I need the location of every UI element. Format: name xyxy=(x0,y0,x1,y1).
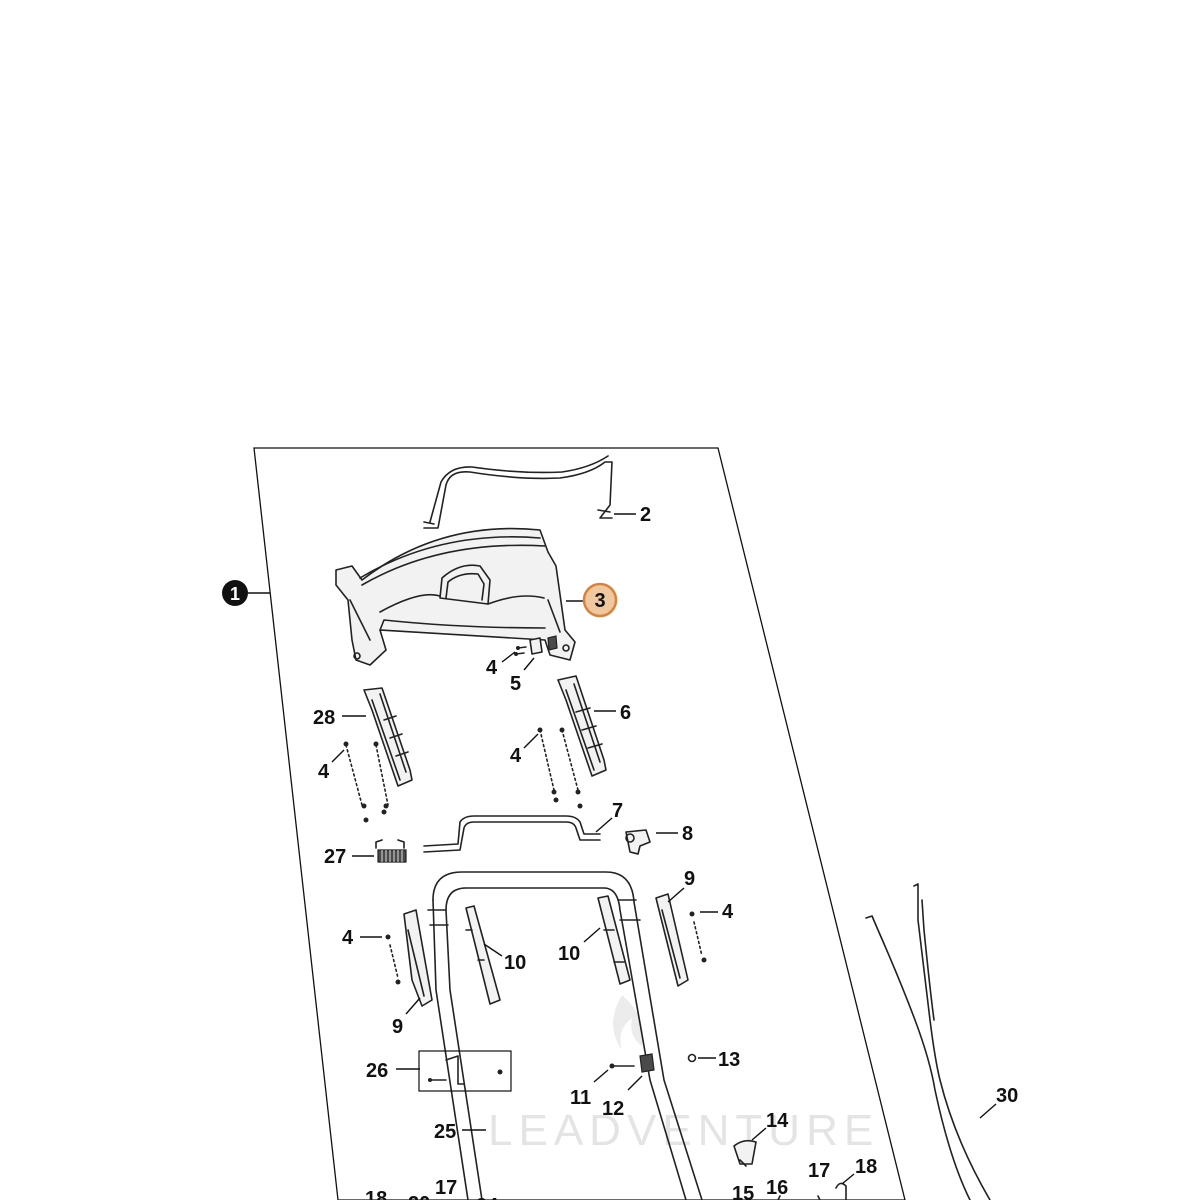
part-9-cover-left[interactable] xyxy=(403,909,433,1007)
svg-text:5: 5 xyxy=(510,673,521,695)
svg-text:4: 4 xyxy=(486,657,498,679)
part-3-handle-housing[interactable] xyxy=(335,527,576,666)
part-27-spring[interactable] xyxy=(375,839,407,863)
callout-3-highlighted[interactable]: 3 xyxy=(566,582,618,618)
callout-16[interactable]: 16 xyxy=(766,1177,788,1199)
part-10-side-clip-left[interactable] xyxy=(465,905,501,1005)
assembly-badge[interactable]: 1 xyxy=(222,580,270,606)
svg-text:13: 13 xyxy=(718,1049,740,1071)
part-12-bracket[interactable] xyxy=(639,1053,655,1073)
part-6-grip-tube[interactable] xyxy=(557,675,607,777)
svg-text:4: 4 xyxy=(510,745,522,767)
part-13-nut[interactable] xyxy=(687,1053,697,1063)
svg-text:18: 18 xyxy=(365,1188,387,1200)
svg-text:4: 4 xyxy=(318,761,330,783)
svg-text:24: 24 xyxy=(476,1195,499,1200)
highlight-circle xyxy=(582,582,618,618)
callout-18-a[interactable]: 18 xyxy=(841,1156,877,1185)
callout-25[interactable]: 25 xyxy=(434,1121,486,1143)
assembly-number: 1 xyxy=(230,584,240,604)
bottom-parts[interactable] xyxy=(777,1182,847,1200)
svg-text:9: 9 xyxy=(684,868,695,890)
svg-text:10: 10 xyxy=(504,952,526,974)
svg-text:26: 26 xyxy=(366,1060,388,1082)
svg-text:12: 12 xyxy=(602,1098,624,1120)
svg-text:6: 6 xyxy=(620,702,631,724)
svg-text:25: 25 xyxy=(434,1121,456,1143)
callout-24[interactable]: 24 xyxy=(476,1195,499,1200)
callout-20[interactable]: 20 xyxy=(408,1193,430,1200)
svg-text:10: 10 xyxy=(558,943,580,965)
svg-text:27: 27 xyxy=(324,846,346,868)
callout-15[interactable]: 15 xyxy=(732,1183,754,1200)
svg-text:30: 30 xyxy=(996,1085,1018,1107)
callout-10-a[interactable]: 10 xyxy=(483,943,526,974)
callout-28[interactable]: 28 xyxy=(313,707,366,729)
watermark: LEADVENTURE xyxy=(488,995,879,1155)
callout-4-d[interactable]: 4 xyxy=(700,901,734,923)
part-11-bolt[interactable] xyxy=(609,1063,635,1069)
callout-10-b[interactable]: 10 xyxy=(558,927,601,965)
svg-text:11: 11 xyxy=(570,1087,591,1109)
part-4-screws-right[interactable] xyxy=(537,727,583,809)
part-26-hardware-kit[interactable] xyxy=(418,1050,512,1092)
callout-4-a[interactable]: 4 xyxy=(486,651,516,679)
callout-14[interactable]: 14 xyxy=(751,1110,789,1141)
callout-18-b[interactable]: 18 xyxy=(365,1188,387,1200)
part-4-screws-top[interactable] xyxy=(514,646,527,656)
svg-text:20: 20 xyxy=(408,1193,430,1200)
part-5-clip[interactable] xyxy=(529,635,558,655)
svg-text:8: 8 xyxy=(682,823,693,845)
callout-7[interactable]: 7 xyxy=(595,800,623,833)
callout-2[interactable]: 2 xyxy=(614,504,651,526)
part-8-cable-clamp[interactable] xyxy=(625,829,651,855)
callout-4-c[interactable]: 4 xyxy=(510,733,539,767)
callout-6[interactable]: 6 xyxy=(594,702,631,724)
callout-12[interactable]: 12 xyxy=(602,1075,643,1120)
svg-text:4: 4 xyxy=(342,927,354,949)
callout-5[interactable]: 5 xyxy=(510,657,535,695)
svg-text:16: 16 xyxy=(766,1177,788,1199)
part-7-bent-rod[interactable] xyxy=(423,815,601,853)
callout-17-a[interactable]: 17 xyxy=(808,1160,830,1182)
callout-11[interactable]: 11 xyxy=(570,1069,609,1109)
watermark-text: LEADVENTURE xyxy=(488,1106,879,1155)
callout-27[interactable]: 27 xyxy=(324,846,374,868)
callout-26[interactable]: 26 xyxy=(366,1060,420,1082)
callout-13[interactable]: 13 xyxy=(698,1049,740,1071)
svg-text:4: 4 xyxy=(722,901,734,923)
part-9-cover-right[interactable] xyxy=(655,893,689,987)
callout-4-b[interactable]: 4 xyxy=(318,749,345,783)
svg-text:7: 7 xyxy=(612,800,623,822)
part-4-screws-lower-left[interactable] xyxy=(385,934,401,985)
part-10-side-clip-right[interactable] xyxy=(597,895,631,985)
svg-text:28: 28 xyxy=(313,707,335,729)
svg-text:17: 17 xyxy=(435,1177,457,1199)
part-4-screws-left[interactable] xyxy=(343,741,389,823)
svg-text:17: 17 xyxy=(808,1160,830,1182)
callout-9-b[interactable]: 9 xyxy=(392,997,421,1038)
part-14-cap[interactable] xyxy=(733,1139,757,1167)
svg-text:9: 9 xyxy=(392,1016,403,1038)
part-30-cables[interactable] xyxy=(865,883,991,1200)
assembly-frame xyxy=(253,447,906,1200)
part-4-screws-lower-right[interactable] xyxy=(689,911,707,963)
part-2-bail-wire[interactable] xyxy=(423,455,613,529)
svg-text:15: 15 xyxy=(732,1183,754,1200)
callout-4-e[interactable]: 4 xyxy=(342,927,382,949)
callout-9-a[interactable]: 9 xyxy=(667,868,695,903)
svg-text:3: 3 xyxy=(594,590,605,612)
svg-text:14: 14 xyxy=(766,1110,789,1132)
svg-text:18: 18 xyxy=(855,1156,877,1178)
part-28-grip-tube[interactable] xyxy=(363,687,413,787)
callout-17-b[interactable]: 17 xyxy=(435,1177,457,1199)
callout-8[interactable]: 8 xyxy=(656,823,693,845)
callout-30[interactable]: 30 xyxy=(979,1085,1018,1119)
svg-text:2: 2 xyxy=(640,504,651,526)
